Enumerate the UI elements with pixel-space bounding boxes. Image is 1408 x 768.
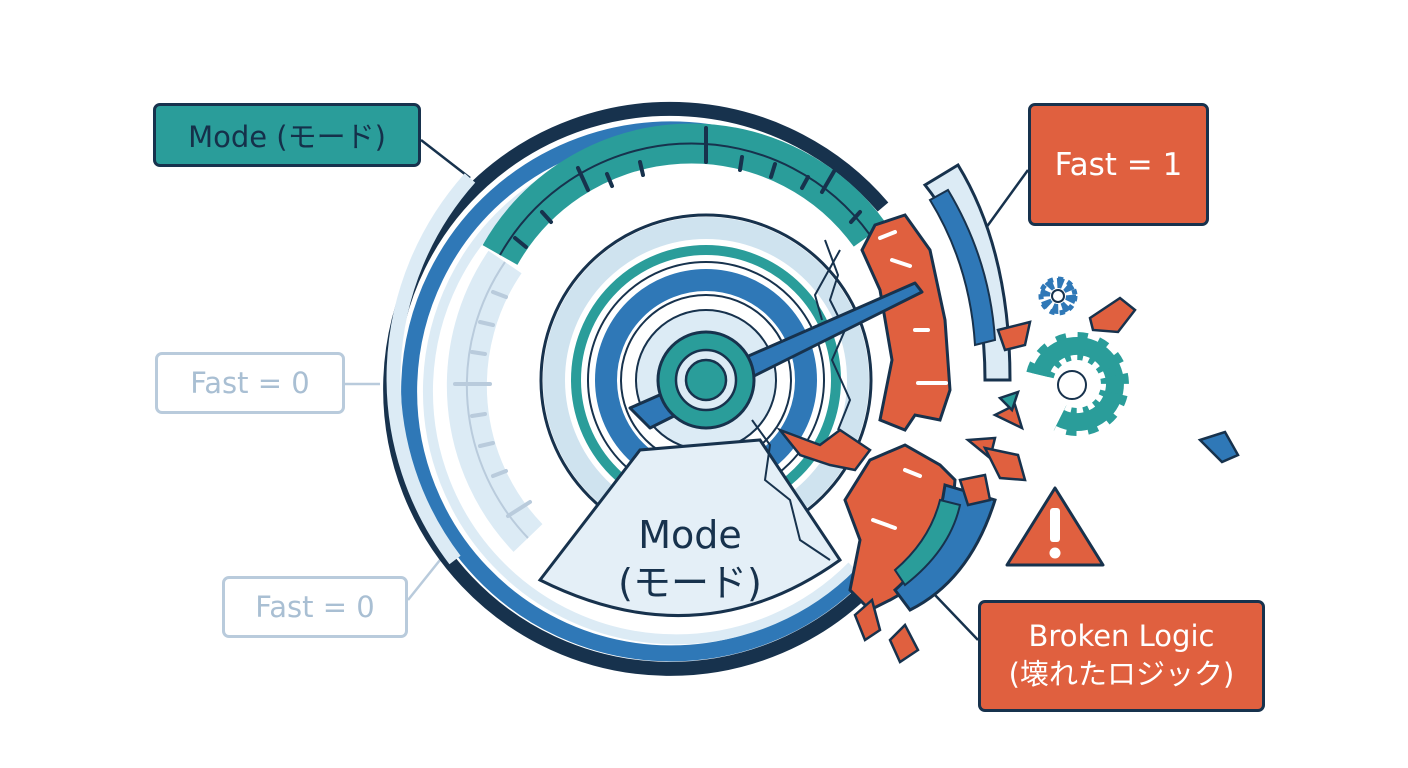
center-mode-line1: Mode [638,513,742,557]
warning-icon [1005,486,1105,567]
center-mode-label: Mode (モード) [590,512,790,607]
teal-ticks [513,126,862,249]
broken-connector [934,594,979,641]
faded-ticks [453,290,532,518]
orange-ticks [871,230,948,530]
flying-shards [958,296,1240,507]
outer-faded-arc [386,173,476,565]
mode-tag-label: Mode (モード) [153,103,421,167]
fast-one-label: Fast = 1 [1028,103,1209,226]
gear-icon [1026,332,1129,436]
center-mode-line2: (モード) [618,560,762,605]
fast-zero-upper-label: Fast = 0 [155,352,345,414]
broken-logic-line2: (壊れたロジック) [1008,657,1235,691]
gear-icon [1038,276,1078,316]
needle-icon [628,281,924,430]
fast0-lower-connector [407,559,441,601]
mode-connector [420,139,471,179]
broken-logic-label: Broken Logic (壊れたロジック) [978,600,1265,712]
fast-zero-lower-label: Fast = 0 [222,576,408,638]
mode-wedge [537,438,843,617]
faded-band-edge [465,261,529,539]
broken-logic-line1: Broken Logic [1028,619,1215,654]
broken-outer-arc [892,162,1012,612]
